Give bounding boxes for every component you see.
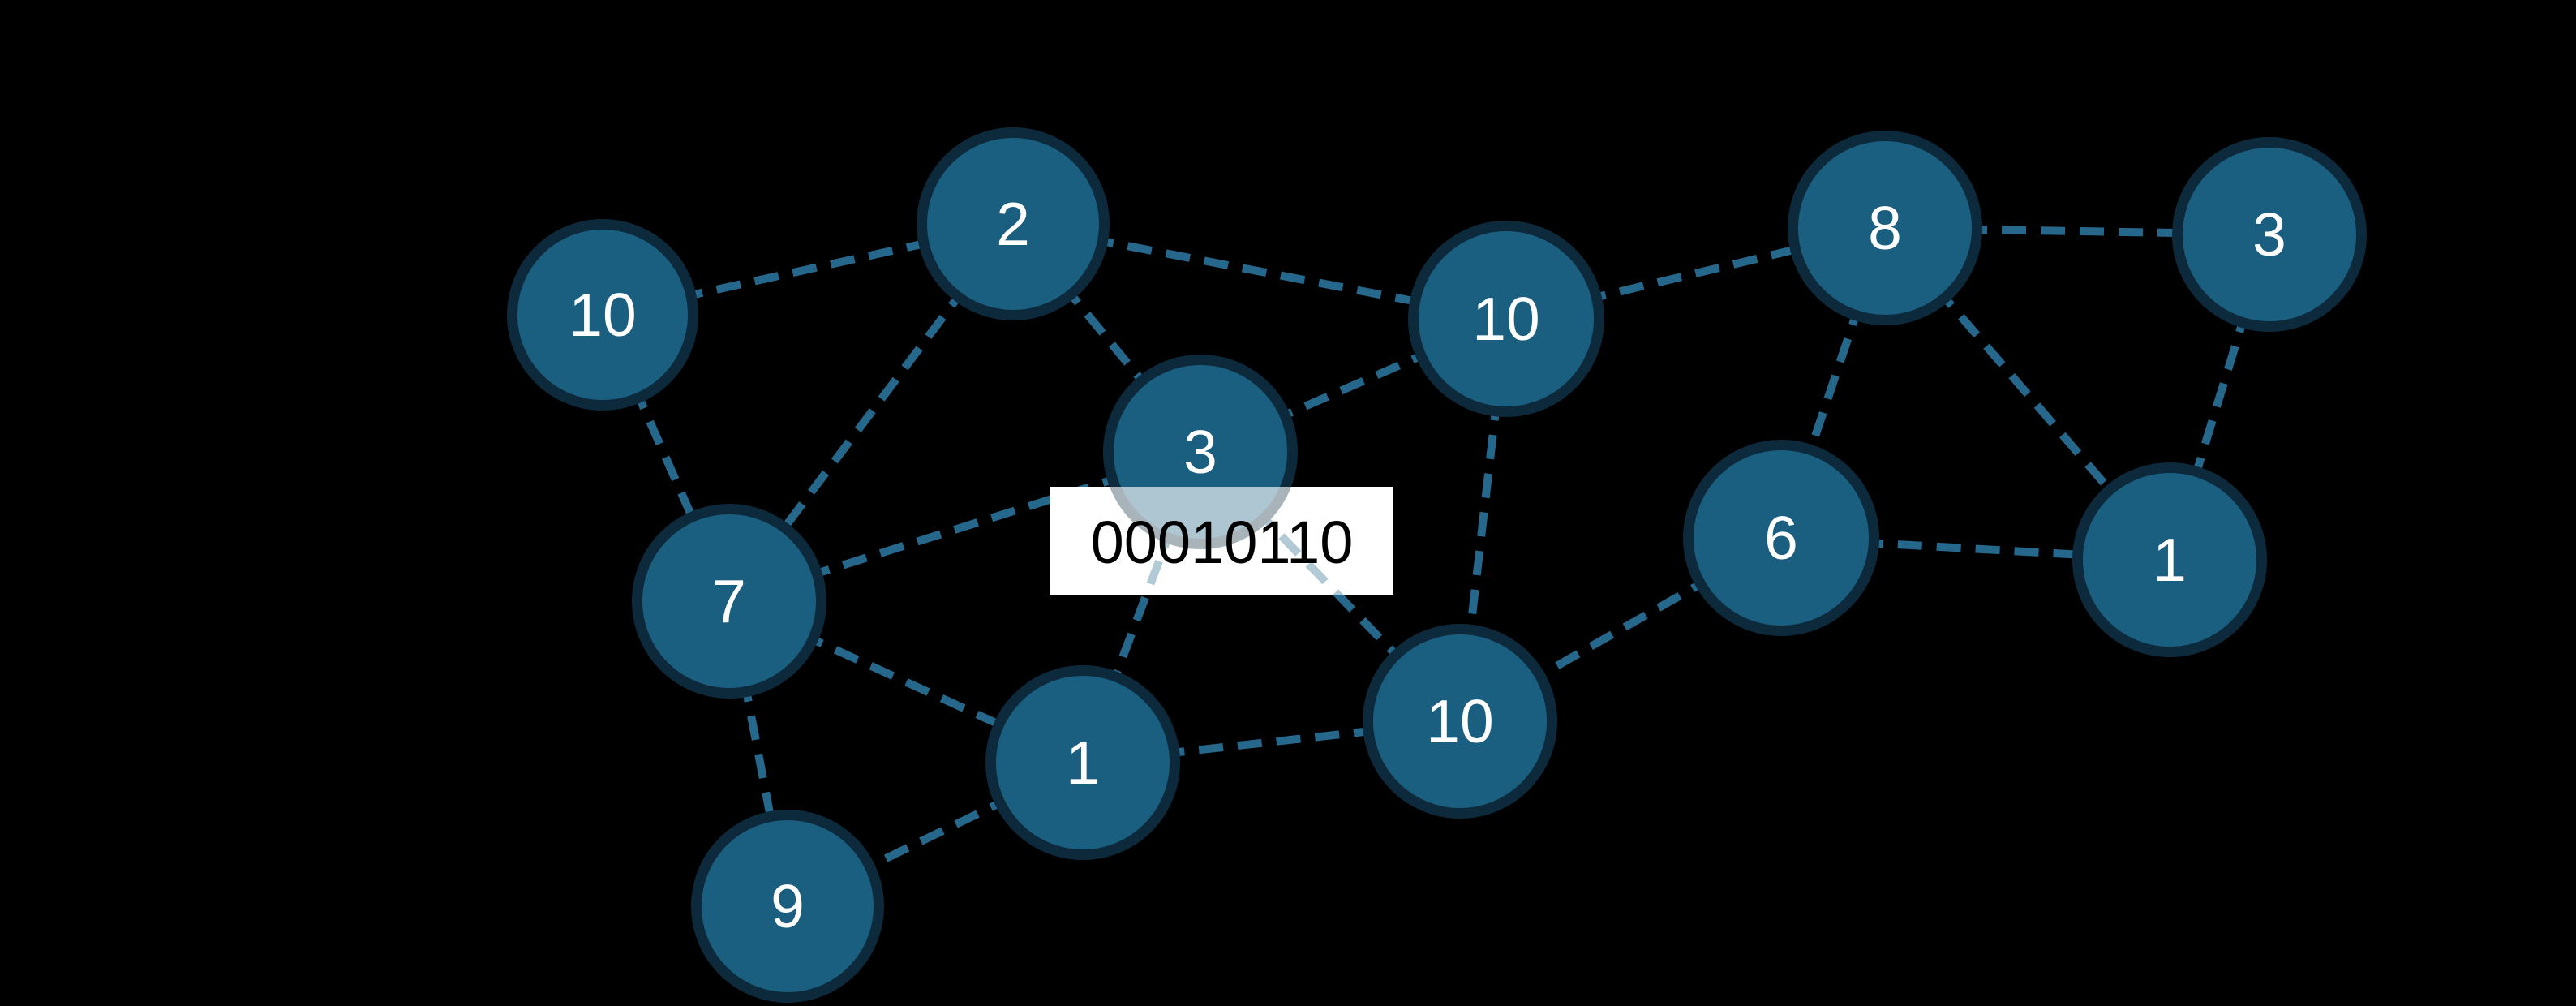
node-circle-L bbox=[691, 810, 884, 1003]
node-circle-J bbox=[985, 665, 1180, 860]
graph-edge-F-K bbox=[1228, 487, 1344, 595]
node-circle-G bbox=[632, 504, 826, 699]
binary-label-box bbox=[1050, 487, 1393, 595]
graph-node-G: 7 bbox=[632, 504, 826, 699]
node-label-L: 9 bbox=[771, 872, 805, 940]
graph-node-E: 3 bbox=[2172, 137, 2367, 332]
node-circle-I bbox=[2072, 462, 2267, 657]
graph-node-K: 10 bbox=[1363, 624, 1557, 819]
node-circle-E bbox=[2172, 137, 2367, 332]
graph-edge-A-B bbox=[601, 220, 1015, 319]
graph-node-J: 1 bbox=[985, 665, 1180, 860]
node-circle-A bbox=[507, 219, 698, 411]
node-label-E: 3 bbox=[2252, 200, 2286, 269]
graph-node-D: 8 bbox=[1788, 131, 1982, 325]
node-label-B: 2 bbox=[996, 190, 1030, 258]
node-label-D: 8 bbox=[1868, 194, 1902, 262]
node-label-I: 1 bbox=[2153, 526, 2187, 594]
node-label-A: 10 bbox=[569, 281, 636, 349]
node-label-J: 1 bbox=[1066, 729, 1100, 797]
node-label-F: 3 bbox=[1183, 418, 1217, 486]
node-circle-D bbox=[1788, 131, 1982, 325]
graph-edge-C-K bbox=[1456, 318, 1510, 722]
graph-node-B: 2 bbox=[917, 127, 1110, 320]
graph-node-L: 9 bbox=[691, 810, 884, 1003]
node-label-K: 10 bbox=[1426, 687, 1493, 755]
node-circle-F bbox=[1109, 487, 1292, 549]
node-label-H: 6 bbox=[1764, 504, 1798, 572]
graph-node-C: 10 bbox=[1408, 221, 1604, 417]
graph-node-I: 1 bbox=[2072, 462, 2267, 657]
node-label-C: 10 bbox=[1472, 285, 1539, 353]
node-label-G: 7 bbox=[712, 567, 746, 635]
node-circle-H bbox=[1683, 440, 1879, 636]
graph-node-A: 10 bbox=[507, 219, 698, 411]
node-circle-C bbox=[1408, 221, 1604, 417]
graph-node-H: 6 bbox=[1683, 440, 1879, 636]
node-circle-B bbox=[917, 127, 1110, 320]
washed-overlay-layer bbox=[1109, 487, 1344, 595]
binary-label-text: 00010110 bbox=[1091, 509, 1354, 576]
graph-edge-F-J bbox=[1142, 487, 1192, 595]
node-circle-K bbox=[1363, 624, 1557, 819]
